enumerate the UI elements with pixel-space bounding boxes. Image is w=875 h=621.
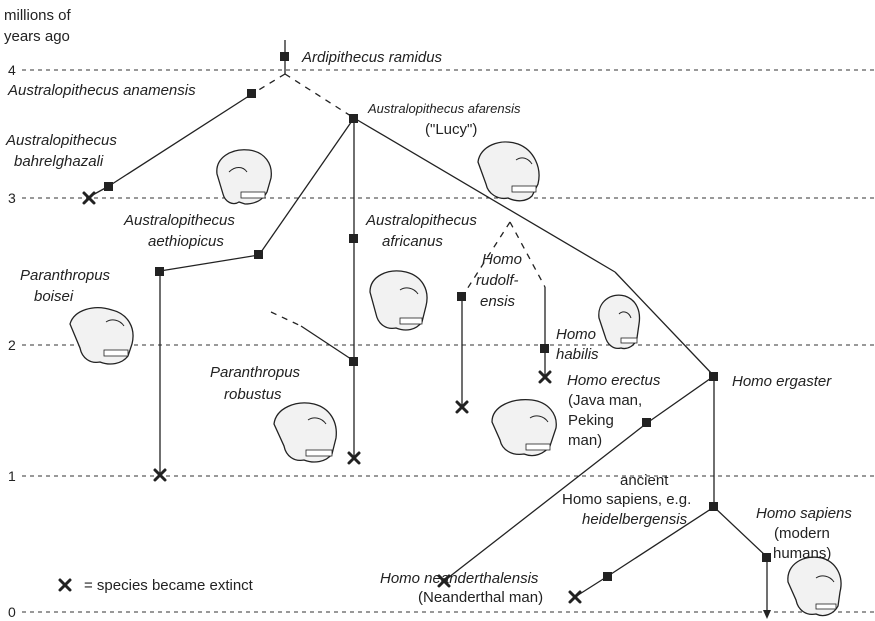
node-erectus (642, 418, 651, 427)
node-habilis (540, 344, 549, 353)
skull-sapiens-icon (787, 556, 842, 617)
species-nodes (104, 52, 771, 581)
label-afarensis-2: ("Lucy") (425, 121, 477, 138)
skull-habilis-icon (598, 294, 641, 350)
axis-label-line1: millions of (4, 7, 72, 24)
label-sapiens-1: Homo sapiens (756, 505, 852, 522)
label-rudolfensis-3: ensis (480, 293, 516, 310)
extinct-icon (538, 370, 552, 384)
skull-robustus-icon (273, 402, 337, 463)
label-afarensis-1: Australopithecus afarensis (367, 101, 521, 116)
label-robustus-2: robustus (224, 386, 282, 403)
label-neanderthal-1: Homo neanderthalensis (380, 570, 539, 587)
label-bahrelghazali-2: bahrelghazali (14, 153, 104, 170)
label-ancient-1: ancient (620, 472, 669, 489)
edge-erectus-extinct (443, 422, 648, 582)
node-neanderthal (603, 572, 612, 581)
label-robustus-1: Paranthropus (210, 364, 301, 381)
node-ergaster (709, 372, 718, 381)
label-boisei-2: boisei (34, 288, 74, 305)
edge-ergaster-erectus (646, 375, 715, 424)
time-gridlines (22, 69, 874, 613)
node-sapiens (762, 553, 771, 562)
extinction-markers (82, 191, 582, 604)
label-rudolfensis-2: rudolf- (476, 272, 519, 289)
edge-aethiopicus-boisei (159, 254, 260, 272)
time-tick-labels: 4 3 2 1 0 (8, 62, 16, 620)
node-bahrelghazali (104, 182, 113, 191)
label-ancient-3: heidelbergensis (582, 511, 688, 528)
label-habilis-2: habilis (556, 346, 599, 363)
node-aethiopicus (254, 250, 263, 259)
edge-afarensis-aethiopicus (258, 117, 355, 256)
label-aethiopicus-2: aethiopicus (148, 233, 224, 250)
extinct-icon (568, 590, 582, 604)
skull-africanus-icon (369, 270, 428, 331)
node-ramidus (280, 52, 289, 61)
label-ergaster: Homo ergaster (732, 373, 832, 390)
label-erectus-4: man) (568, 432, 602, 449)
extinct-icon (347, 451, 361, 465)
label-ardipithecus: Ardipithecus ramidus (301, 49, 443, 66)
skull-afarensis-icon (477, 141, 540, 202)
skull-illustrations (69, 141, 842, 617)
node-africanus (349, 234, 358, 243)
label-sapiens-3: humans) (773, 545, 831, 562)
label-ancient-2: Homo sapiens, e.g. (562, 491, 691, 508)
node-boisei (155, 267, 164, 276)
label-africanus-1: Australopithecus (365, 212, 477, 229)
node-rudolfensis (457, 292, 466, 301)
extinct-icon (437, 574, 451, 588)
node-ancient-sapiens (709, 502, 718, 511)
tick-4: 4 (8, 62, 16, 78)
skull-boisei-icon (69, 307, 134, 365)
label-anamensis: Australopithecus anamensis (7, 82, 196, 99)
arrow-present-icon (763, 610, 771, 619)
label-bahrelghazali-1: Australopithecus (5, 132, 117, 149)
edge-split-rudolfensis (461, 221, 511, 298)
label-africanus-2: africanus (382, 233, 443, 250)
edge-split-habilis (509, 221, 546, 288)
axis-label-line2: years ago (4, 28, 70, 45)
edge-robustus-origin-dashed (270, 311, 302, 327)
label-erectus-3: Peking (568, 412, 614, 429)
extinct-icon (455, 400, 469, 414)
extinct-icon (153, 468, 167, 482)
label-erectus-1: Homo erectus (567, 372, 661, 389)
node-afarensis (349, 114, 358, 123)
edge-homo-ergaster (614, 271, 715, 377)
node-robustus (349, 357, 358, 366)
species-labels: Ardipithecus ramidus Australopithecus an… (5, 49, 852, 606)
label-boisei-1: Paranthropus (20, 267, 111, 284)
tick-2: 2 (8, 337, 16, 353)
label-aethiopicus-1: Australopithecus (123, 212, 235, 229)
label-neanderthal-2: (Neanderthal man) (418, 589, 543, 606)
node-anamensis (247, 89, 256, 98)
label-rudolfensis-1: Homo (482, 251, 522, 268)
edge-ancient-neanderthal (607, 506, 715, 577)
legend: = species became extinct (58, 577, 254, 594)
edge-afarensis-homo (353, 117, 616, 273)
skull-erectus-icon (491, 399, 557, 457)
legend-text: = species became extinct (84, 577, 254, 594)
label-erectus-2: (Java man, (568, 392, 642, 409)
edge-root-anamensis (251, 73, 286, 95)
edge-root-afarensis (284, 73, 355, 119)
label-habilis-1: Homo (556, 326, 596, 343)
edge-robustus-join (300, 325, 355, 362)
extinct-icon (82, 191, 96, 205)
edge-ancient-sapiens (713, 506, 768, 558)
label-sapiens-2: (modern (774, 525, 830, 542)
legend-extinct-icon (58, 578, 72, 592)
tick-0: 0 (8, 604, 16, 620)
phylogeny-edges (88, 40, 771, 619)
skull-anamensis-icon (216, 149, 272, 205)
edge-anamensis-bahrelghazali (108, 93, 253, 187)
tick-3: 3 (8, 190, 16, 206)
tick-1: 1 (8, 468, 16, 484)
